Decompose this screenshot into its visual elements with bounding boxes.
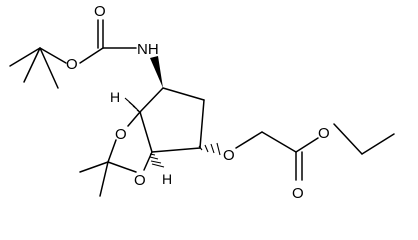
- bond-c4-c3a: [139, 87, 164, 113]
- bond-acetal-c-o: [107, 161, 137, 173]
- bond-tbu-o: [39, 47, 67, 64]
- bond-c3a-c6a: [139, 111, 153, 153]
- atom-o-ethyl-ester: O: [318, 125, 330, 142]
- bond-ethyl-methyl: [361, 133, 395, 155]
- boc-group: [9, 19, 137, 89]
- bond-o-c6a: [143, 151, 153, 171]
- bond-o-acetal-c: [107, 139, 117, 163]
- bond-carbonyl-o: [295, 137, 319, 153]
- hash-c6a-h: [149, 153, 165, 168]
- bond-o-carbonyl: [79, 47, 104, 64]
- atom-o-ether: O: [223, 147, 235, 164]
- bond-acetal-methyl-2: [99, 161, 109, 197]
- atom-o-dioxolane-bottom: O: [134, 172, 146, 189]
- bond-c6-c5: [199, 99, 205, 149]
- hash-c6-o: [198, 142, 221, 156]
- atom-nh: NH: [137, 41, 159, 58]
- atom-o-ester-carbonyl: O: [292, 185, 304, 202]
- bond-c5-c4: [162, 87, 205, 101]
- bond-ch2-carbonyl: [261, 131, 297, 153]
- atom-o-dioxolane-top: O: [115, 126, 127, 143]
- dioxolane-ring: [79, 111, 153, 197]
- bond-o-ch2: [235, 131, 263, 149]
- bond-tbu-methyl-3: [39, 47, 59, 89]
- atom-o-boc-carbonyl: O: [94, 3, 106, 20]
- atom-o-boc-ester: O: [66, 56, 78, 73]
- bond-o-ethyl: [333, 123, 363, 155]
- bond-c6a-c6: [151, 147, 201, 153]
- bond-c3a-o: [127, 111, 141, 127]
- wedge-c4-n: [150, 56, 163, 88]
- molecule-structure: O O NH O O O O O H H: [9, 3, 395, 202]
- bond-acetal-methyl-1: [79, 161, 109, 173]
- ethyl-acetate-chain: [235, 123, 395, 181]
- hash-c3a-h: [124, 97, 142, 114]
- bond-tbu-methyl-1: [9, 47, 41, 67]
- cyclopentane-ring: [139, 87, 205, 153]
- atom-h-top: H: [110, 89, 120, 105]
- atom-h-bottom: H: [162, 171, 172, 187]
- bond-tbu-methyl-2: [23, 47, 41, 83]
